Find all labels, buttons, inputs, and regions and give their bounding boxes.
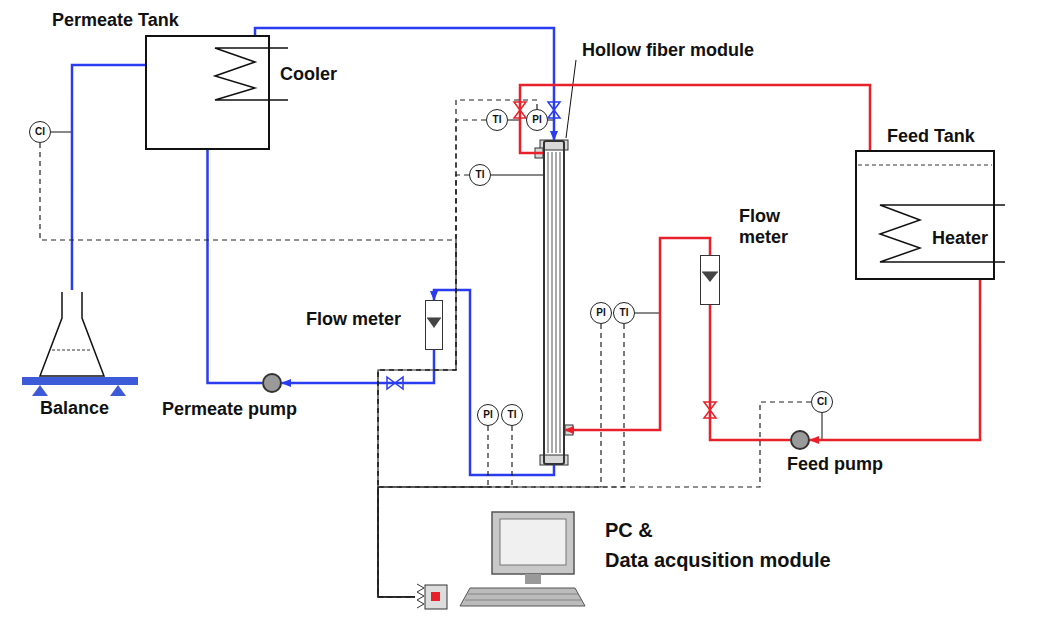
instrument-tag: TI [501, 404, 523, 426]
balance-plate [22, 377, 138, 385]
daq-module [425, 585, 447, 609]
pc-data-acquisition: PC & Data acqusition module [415, 505, 860, 613]
permeate-tank: Permeate TankCooler [145, 35, 270, 150]
feed-pump: Feed pump [790, 430, 810, 450]
tank-title: Feed Tank [887, 126, 975, 147]
signal-line [378, 175, 469, 597]
component-label: Cooler [280, 64, 337, 85]
heater-coil [880, 205, 1005, 262]
pipe-line [208, 150, 263, 383]
flask [40, 292, 104, 376]
component-label: Balance [40, 398, 109, 419]
balance: Balance [20, 290, 140, 420]
pipe-line [565, 238, 710, 430]
pipe-line [434, 290, 554, 475]
flow-meter: Flow meter [700, 255, 720, 305]
instrument-tag: TI [469, 164, 491, 186]
pipe-line [810, 280, 980, 440]
hollow-fiber-module: Hollow fiber module [543, 140, 565, 465]
signal-line [378, 426, 488, 597]
daq-wires [417, 584, 424, 608]
component-label: Hollow fiber module [582, 40, 754, 61]
flask-liquid [52, 350, 92, 351]
fiber-bundle [548, 152, 560, 453]
flow-meter: Flow meter [425, 300, 443, 350]
instrument-tag: CI [811, 391, 833, 413]
signal-line [378, 100, 537, 597]
signal-line [378, 426, 512, 597]
signal-line [378, 324, 601, 597]
pipe-line [282, 350, 434, 383]
feed-tank: Feed TankHeater [855, 150, 995, 280]
screen [500, 519, 566, 565]
pipe-line [520, 85, 870, 153]
component-label: Heater [932, 228, 988, 249]
instrument-code: PI [527, 110, 547, 129]
instrument-code: PI [478, 405, 498, 424]
component-label: Data acqusition module [605, 549, 831, 572]
tank-title: Permeate Tank [52, 10, 179, 31]
signal-line [378, 120, 486, 597]
pipe-line [255, 28, 554, 140]
liquid-level [858, 165, 992, 166]
instrument-tag: TI [486, 109, 508, 131]
cooler-coil [215, 48, 288, 100]
monitor [492, 512, 574, 574]
instrument-stem [51, 120, 822, 440]
instrument-tag: CI [29, 121, 51, 143]
instrument-code: TI [614, 303, 634, 322]
component-label: PC & [605, 519, 653, 542]
instrument-tag: PI [526, 109, 548, 131]
instrument-code: TI [487, 110, 507, 129]
keyboard [460, 588, 585, 606]
instrument-code: CI [812, 392, 832, 411]
pipe-line [72, 65, 145, 290]
balance-foot [110, 385, 126, 396]
instrument-code: TI [502, 405, 522, 424]
instrument-code: TI [470, 165, 490, 184]
balance-foot [32, 385, 48, 396]
instrument-code: CI [30, 122, 50, 141]
component-label: Permeate pump [162, 399, 297, 420]
instrument-tag: TI [613, 302, 635, 324]
leader-line [566, 60, 576, 138]
pipe-line [710, 305, 790, 440]
meter-float [702, 272, 718, 282]
permeate-pump: Permeate pump [262, 373, 282, 393]
meter-float [427, 318, 441, 328]
component-label: Flow meter [306, 309, 401, 330]
signal-line [378, 324, 624, 597]
component-label: Flow meter [739, 206, 819, 247]
instrument-tag: PI [590, 302, 612, 324]
daq-led [431, 592, 440, 601]
monitor-stand [525, 574, 541, 584]
instrument-tag: PI [477, 404, 499, 426]
component-label: Feed pump [787, 454, 883, 475]
instrument-code: PI [591, 303, 611, 322]
keyboard-keys [465, 594, 581, 600]
